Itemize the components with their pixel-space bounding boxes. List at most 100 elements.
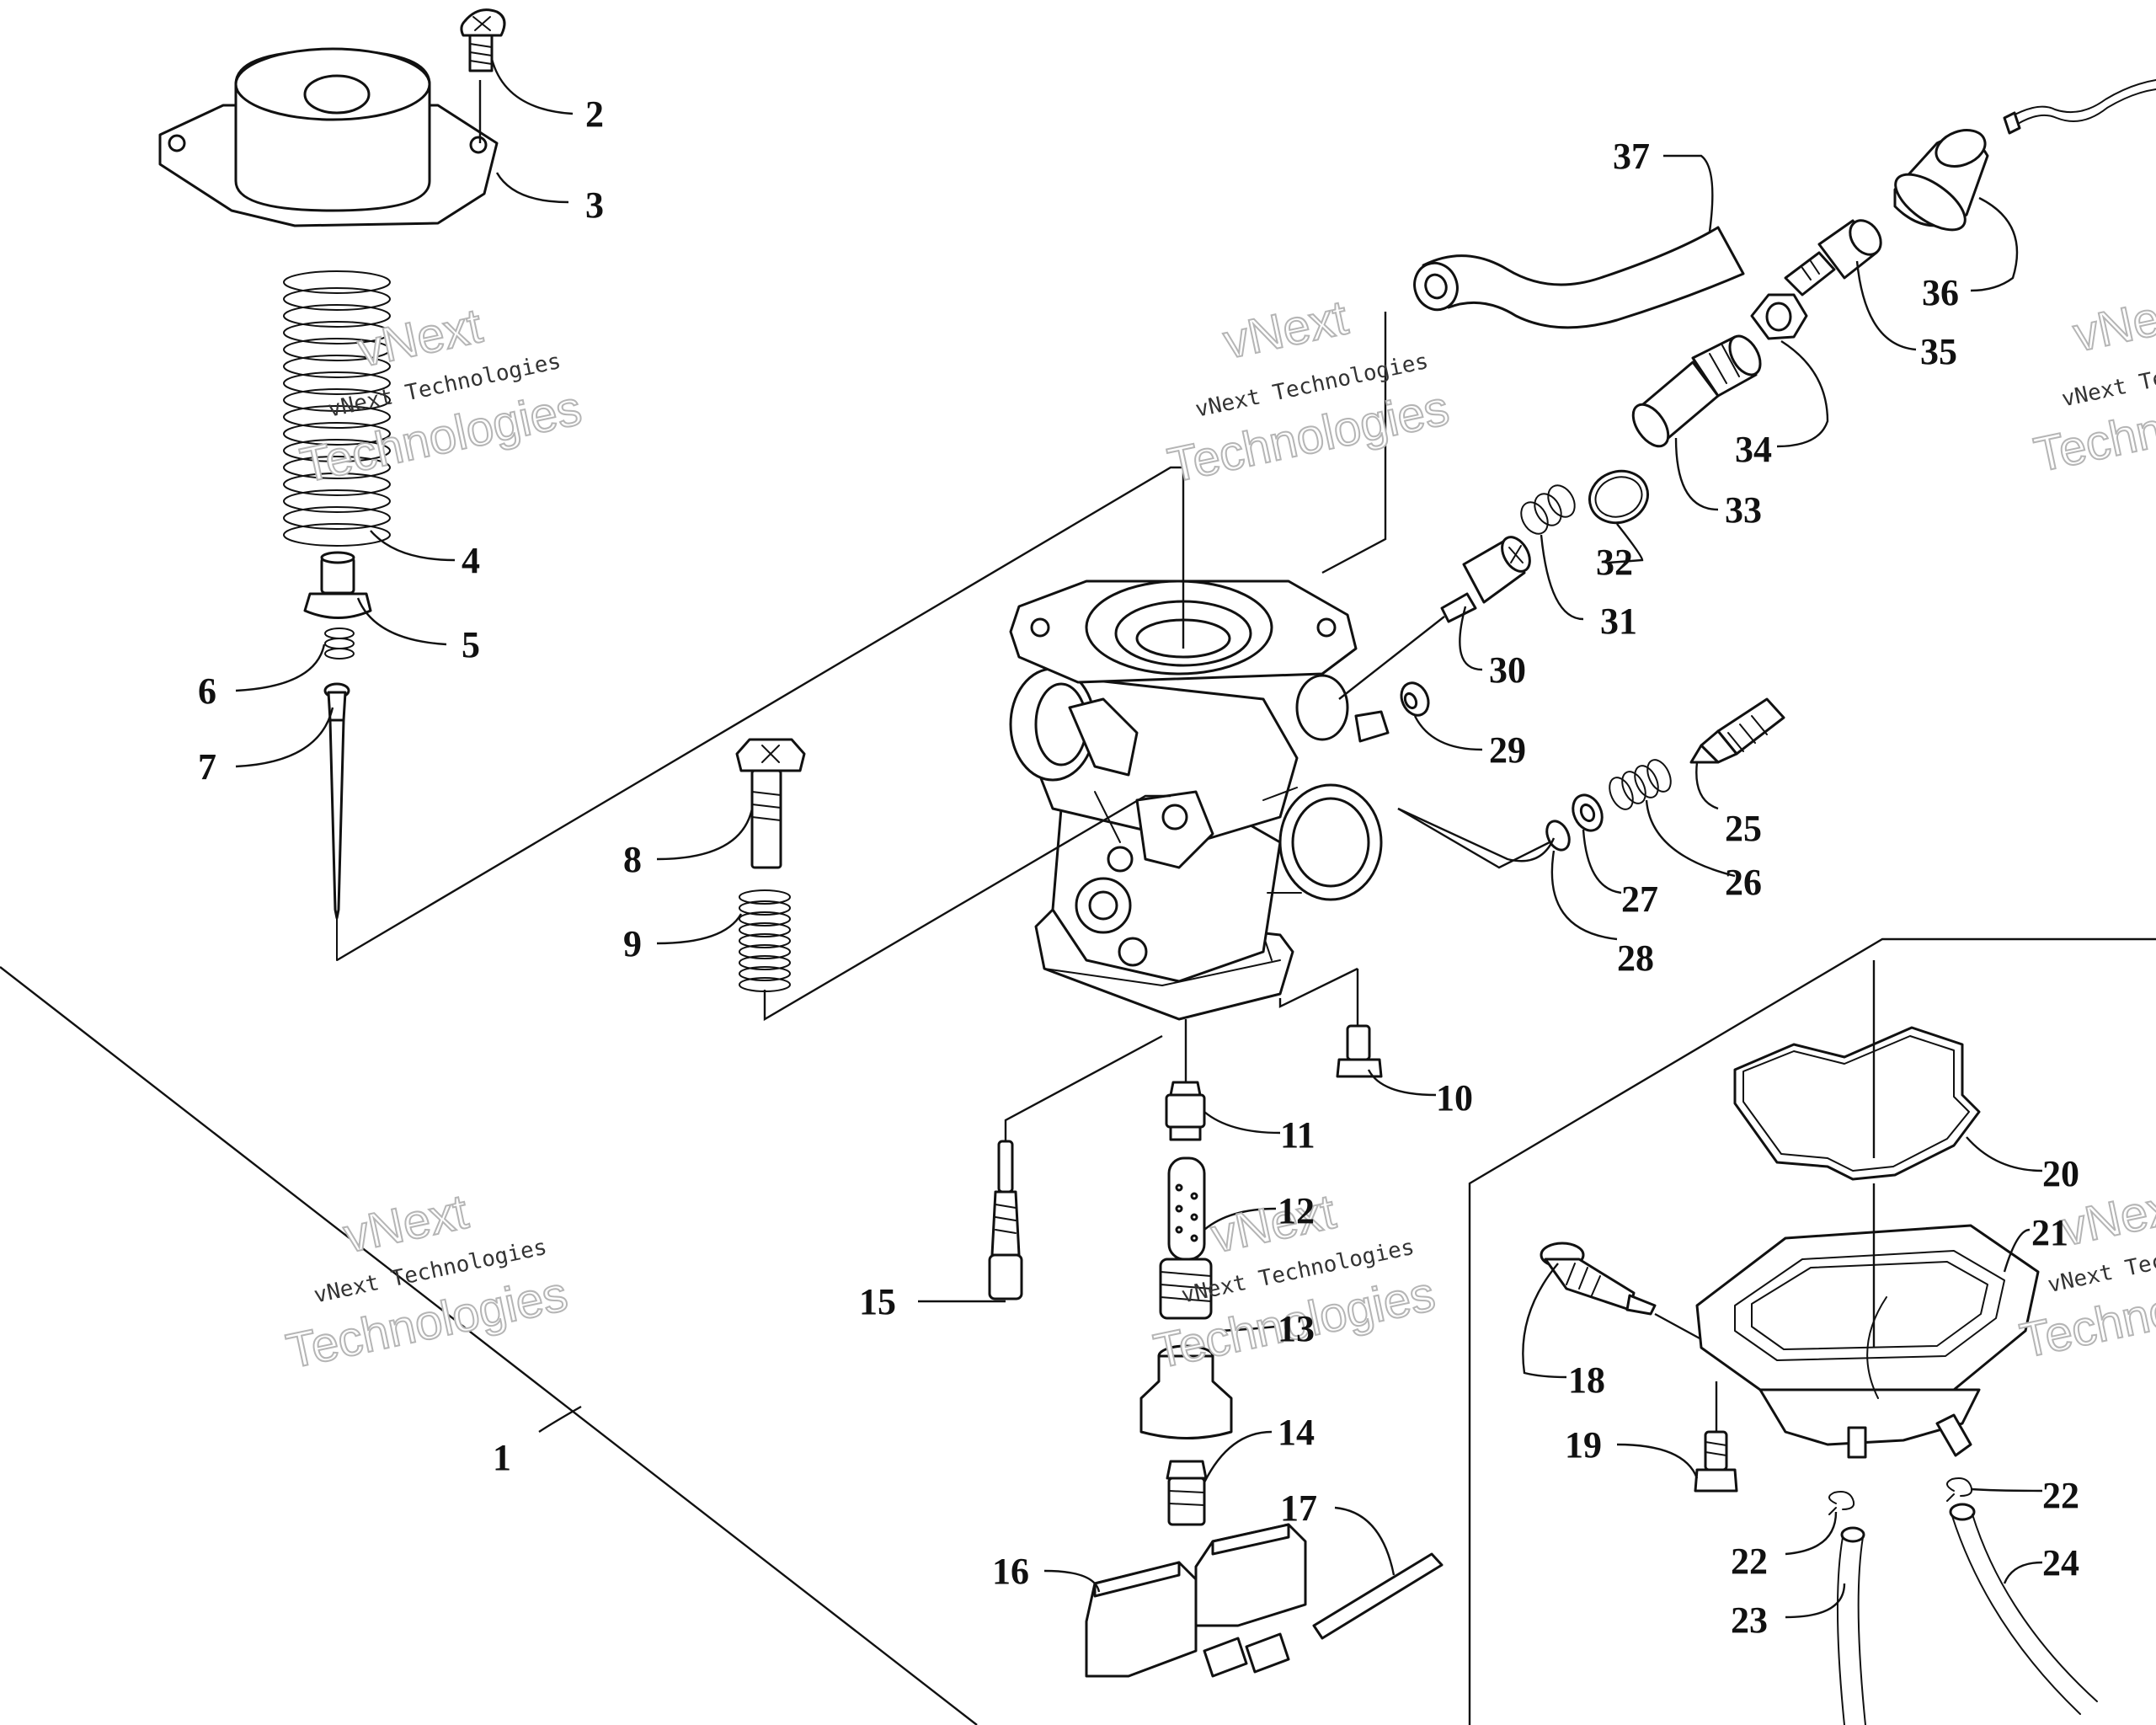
callout-5: 5 bbox=[462, 624, 480, 665]
spring9-coil bbox=[739, 944, 791, 959]
part-19-screw bbox=[1694, 1430, 1738, 1493]
spring4-coil bbox=[283, 338, 391, 361]
part-32-o-ring bbox=[1588, 469, 1649, 525]
spring4-coil bbox=[283, 473, 391, 496]
part-26-spring bbox=[1609, 759, 1672, 810]
part-11-jet bbox=[1165, 1081, 1206, 1141]
part-18-drain-screw bbox=[1540, 1242, 1657, 1316]
svg-text:vNext: vNext bbox=[2068, 283, 2156, 362]
part-10-screw bbox=[1336, 1024, 1383, 1078]
callout-32: 32 bbox=[1596, 542, 1633, 583]
callout-37: 37 bbox=[1613, 136, 1650, 177]
watermark-bottom-left: vNext vNext Technologies Technologies bbox=[281, 1183, 574, 1381]
callout-30: 30 bbox=[1489, 649, 1526, 691]
part-3-cover bbox=[158, 47, 499, 227]
callout-10: 10 bbox=[1436, 1077, 1473, 1119]
callout-16: 16 bbox=[992, 1551, 1029, 1592]
part-23-hose bbox=[1836, 1526, 1866, 1725]
part-8-adjuster bbox=[735, 738, 806, 869]
callout-33: 33 bbox=[1725, 489, 1762, 531]
part-37-hose bbox=[1413, 226, 1745, 329]
callout-31: 31 bbox=[1600, 601, 1637, 642]
part-17-float-pin bbox=[1312, 1552, 1444, 1640]
callout-23: 23 bbox=[1731, 1599, 1768, 1641]
callout-34: 34 bbox=[1735, 429, 1772, 470]
spring9-coil bbox=[739, 900, 791, 916]
part-27-washer bbox=[1572, 793, 1604, 832]
callout-1: 1 bbox=[493, 1437, 511, 1478]
watermark-top-left: vNext vNext Technologies Technologies bbox=[295, 297, 587, 494]
part-4-spring bbox=[283, 270, 391, 547]
part-21-float-chamber bbox=[1695, 1224, 2040, 1459]
part-24-hose bbox=[1949, 1503, 2098, 1715]
part-1-carburetor-body bbox=[1009, 579, 1390, 1021]
part-34-nut bbox=[1750, 293, 1808, 340]
callout-2: 2 bbox=[585, 93, 604, 135]
part-30-starter-plunger bbox=[1440, 536, 1531, 623]
watermark-top-right: vNext vNext Technologies Technologies bbox=[2029, 282, 2156, 483]
part-9-spring bbox=[739, 889, 791, 992]
part-20-gasket bbox=[1733, 1026, 1981, 1181]
svg-text:vNext: vNext bbox=[339, 1184, 473, 1263]
callout-29: 29 bbox=[1489, 729, 1526, 771]
callout-25: 25 bbox=[1725, 808, 1762, 849]
callout-labels: 1 2 3 4 5 6 7 8 9 10 11 12 13 14 15 16 1… bbox=[198, 93, 2079, 1641]
svg-text:vNext: vNext bbox=[353, 298, 487, 377]
spring9-coil bbox=[739, 922, 791, 937]
callout-28: 28 bbox=[1617, 937, 1654, 979]
spring4-coil bbox=[283, 439, 391, 462]
part-33-nut bbox=[1631, 334, 1762, 448]
callout-19: 19 bbox=[1565, 1424, 1602, 1466]
spring4-coil bbox=[283, 456, 391, 479]
part-29-cap bbox=[1400, 681, 1430, 717]
part-7-jet-needle bbox=[323, 682, 350, 961]
callout-17: 17 bbox=[1280, 1487, 1317, 1529]
callout-6: 6 bbox=[198, 670, 216, 712]
callout-18: 18 bbox=[1568, 1359, 1605, 1401]
callout-3: 3 bbox=[585, 184, 604, 226]
leader-lines bbox=[0, 58, 2156, 1725]
spring4-coil bbox=[283, 304, 391, 328]
part-16-float bbox=[1085, 1523, 1307, 1678]
callout-36: 36 bbox=[1922, 272, 1959, 313]
spring4-coil bbox=[283, 506, 391, 530]
svg-text:vNext: vNext bbox=[1207, 1184, 1341, 1263]
callout-9: 9 bbox=[623, 923, 642, 964]
watermark-bottom-center: vNext vNext Technologies Technologies bbox=[1149, 1183, 1441, 1381]
spring4-coil bbox=[283, 422, 391, 446]
callout-13: 13 bbox=[1278, 1308, 1315, 1349]
svg-text:vNext: vNext bbox=[1219, 290, 1353, 369]
part-22-clip-right bbox=[1946, 1477, 1973, 1502]
spring4-coil bbox=[283, 523, 391, 547]
callout-21: 21 bbox=[2031, 1212, 2068, 1253]
callout-11: 11 bbox=[1280, 1114, 1315, 1156]
spring4-coil bbox=[283, 355, 391, 378]
callout-27: 27 bbox=[1621, 879, 1658, 920]
part-31-spring bbox=[1520, 484, 1576, 535]
spring9-coil bbox=[739, 889, 791, 905]
part-6-clip-spring bbox=[324, 628, 355, 660]
watermark-top-center: vNext vNext Technologies Technologies bbox=[1162, 289, 1454, 494]
callout-26: 26 bbox=[1725, 862, 1762, 903]
callout-35: 35 bbox=[1920, 331, 1957, 372]
callout-14: 14 bbox=[1278, 1412, 1315, 1453]
part-25-pilot-screw bbox=[1689, 697, 1785, 764]
spring4-coil bbox=[283, 270, 391, 294]
part-2-screw bbox=[460, 8, 506, 72]
part-35-fitting bbox=[1784, 219, 1882, 296]
callout-15: 15 bbox=[859, 1281, 896, 1322]
spring4-coil bbox=[283, 321, 391, 344]
spring4-coil bbox=[283, 371, 391, 395]
callout-4: 4 bbox=[462, 540, 480, 581]
callout-8: 8 bbox=[623, 839, 642, 880]
part-5-retainer bbox=[303, 551, 372, 619]
spring9-coil bbox=[739, 933, 791, 948]
part-12-needle-jet bbox=[1159, 1156, 1213, 1320]
spring9-coil bbox=[739, 955, 791, 970]
spring9-coil bbox=[739, 966, 791, 981]
callout-24: 24 bbox=[2042, 1542, 2079, 1583]
callout-12: 12 bbox=[1278, 1190, 1315, 1231]
callout-22a: 22 bbox=[1731, 1541, 1768, 1582]
callout-22b: 22 bbox=[2042, 1475, 2079, 1516]
